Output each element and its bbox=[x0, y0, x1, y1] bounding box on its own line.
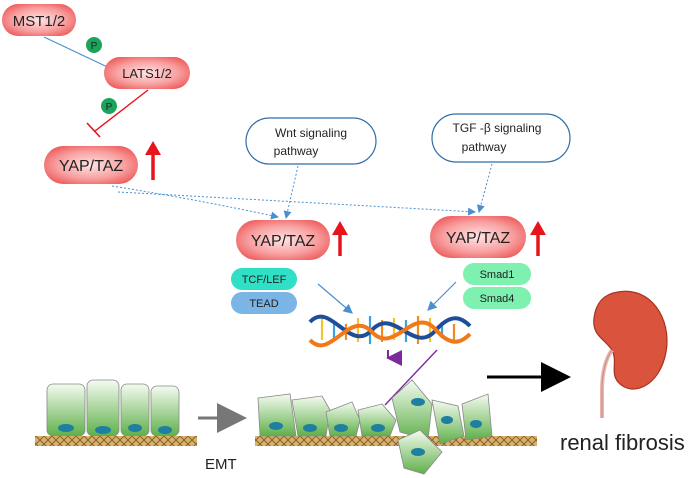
smad4-node: Smad4 bbox=[463, 287, 531, 309]
epithelial-cells-icon bbox=[35, 379, 197, 446]
yap-top-label: YAP/TAZ bbox=[59, 158, 124, 175]
mst-node: MST1/2 bbox=[2, 4, 76, 36]
mst-label: MST1/2 bbox=[13, 13, 66, 30]
tgf-line1: TGF -β signaling bbox=[453, 121, 542, 135]
emt-label: EMT bbox=[205, 456, 237, 473]
lats-node: LATS1/2 bbox=[104, 57, 190, 89]
dna-helix-icon bbox=[308, 314, 472, 348]
up-arrow-icon bbox=[332, 221, 348, 256]
up-arrow-icon bbox=[530, 221, 546, 256]
yap-top-node: YAP/TAZ bbox=[44, 146, 138, 184]
tgf-line2: pathway bbox=[462, 140, 507, 154]
renal-fibrosis-label: renal fibrosis bbox=[560, 430, 685, 455]
yap-right-label: YAP/TAZ bbox=[446, 230, 511, 247]
up-arrow-icon bbox=[145, 141, 161, 180]
smad4-label: Smad4 bbox=[480, 293, 515, 305]
yap-right-node: YAP/TAZ bbox=[430, 216, 526, 258]
tead-label: TEAD bbox=[249, 298, 278, 310]
lats-label: LATS1/2 bbox=[122, 66, 172, 81]
svg-text:P: P bbox=[106, 102, 113, 113]
smad1-label: Smad1 bbox=[480, 269, 515, 281]
mid-to-dna-arrow bbox=[317, 283, 353, 314]
kidney-icon bbox=[593, 290, 668, 418]
tcf-lef-label: TCF/LEF bbox=[242, 274, 287, 286]
yap-flow-to-mid bbox=[111, 185, 279, 220]
yap-mid-label: YAP/TAZ bbox=[251, 233, 316, 250]
phospho-badge-2: P bbox=[101, 98, 117, 114]
yap-mid-node: YAP/TAZ bbox=[236, 220, 330, 260]
tcf-lef-node: TCF/LEF bbox=[231, 268, 297, 290]
tgf-pathway-node: TGF -β signaling pathway bbox=[431, 113, 571, 163]
phospho-badge-1: P bbox=[86, 37, 102, 53]
lats-inhibits-yap bbox=[86, 89, 149, 138]
right-to-dna-arrow bbox=[427, 281, 457, 311]
purple-diagonal-line bbox=[384, 349, 438, 406]
svg-text:P: P bbox=[91, 41, 98, 52]
wnt-line2: pathway bbox=[274, 144, 319, 158]
yap-flow-to-right bbox=[117, 191, 476, 216]
wnt-to-yap-arrow bbox=[283, 165, 299, 219]
wnt-pathway-node: Wnt signaling pathway bbox=[245, 117, 377, 165]
smad1-node: Smad1 bbox=[463, 263, 531, 285]
mesenchymal-cells-icon bbox=[255, 379, 537, 475]
tgf-to-yap-arrow bbox=[476, 163, 493, 213]
wnt-line1: Wnt signaling bbox=[275, 126, 347, 140]
tead-node: TEAD bbox=[231, 292, 297, 314]
